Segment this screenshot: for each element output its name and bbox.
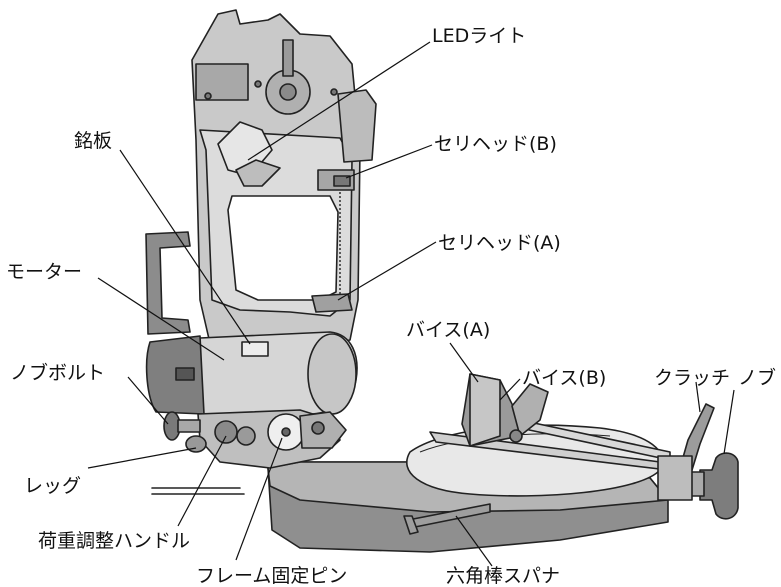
label-leg: レッグ: [24, 475, 81, 497]
tension-hub: [279, 83, 297, 101]
blade-guide-b-bolt: [333, 175, 351, 187]
leader-load-adjust-handle: [177, 435, 227, 527]
knob: [699, 452, 739, 520]
carry-handle: [145, 231, 191, 335]
motor-fan-tab: [175, 367, 195, 381]
leader-blade-guide-a: [337, 241, 437, 301]
label-clutch: クラッチ: [654, 367, 730, 389]
leader-knob-bolt: [127, 376, 169, 425]
label-frame-fixing-pin: フレーム固定ピン: [196, 565, 347, 587]
blade-guide-a: [311, 293, 353, 313]
label-load-adjust-handle: 荷重調整ハンドル: [38, 530, 190, 552]
leader-hex-wrench: [455, 515, 493, 567]
load-adjust-knob: [214, 420, 238, 444]
label-motor: モーター: [6, 261, 82, 283]
knob-bolt-stem: [177, 419, 201, 433]
leader-lines: [87, 41, 735, 567]
frame-bolt-2: [254, 80, 262, 88]
vise-a-jaw-face: [469, 373, 501, 447]
leader-vise-a: [449, 342, 479, 383]
part-labels: LEDライト 銘板 セリヘッド(B) セリヘッド(A) モーター バイス(A) …: [6, 25, 776, 587]
leader-frame-fixing-pin: [235, 437, 283, 561]
leader-led-light: [247, 41, 431, 161]
leader-clutch: [695, 381, 701, 413]
leader-blade-guide-b: [345, 144, 433, 179]
vise-end-block: [657, 455, 693, 501]
leader-knob: [723, 389, 735, 455]
vise-screw-head: [509, 429, 523, 443]
label-nameplate: 銘板: [74, 130, 112, 152]
band-saw-illustration: [145, 9, 739, 553]
frame-fixing-pin-center: [281, 427, 291, 437]
label-vise-a: バイス(A): [406, 319, 490, 341]
label-hex-wrench: 六角棒スパナ: [446, 565, 560, 587]
label-blade-guide-b: セリヘッド(B): [434, 133, 557, 155]
motor-end-cap: [307, 333, 357, 415]
frame-bolt-3: [330, 88, 338, 96]
leader-motor: [97, 277, 225, 361]
leader-nameplate: [119, 149, 251, 345]
led-light-bracket: [235, 159, 281, 187]
pivot-bolt: [311, 421, 325, 435]
frame-bolt-1: [204, 92, 212, 100]
frame-throat: [227, 195, 339, 301]
load-adjust-knob-2: [236, 426, 256, 446]
nameplate: [241, 341, 269, 357]
leader-leg: [87, 447, 197, 469]
leader-vise-b: [499, 378, 521, 401]
label-blade-guide-a: セリヘッド(A): [438, 232, 561, 254]
top-housing-plate: [195, 63, 249, 101]
label-knob-bolt: ノブボルト: [10, 361, 105, 384]
leg-foot: [185, 435, 207, 453]
tension-rod: [282, 39, 294, 77]
label-vise-b: バイス(B): [522, 367, 606, 389]
frame-side-cover: [337, 89, 377, 163]
label-led-light: LEDライト: [432, 25, 526, 47]
hex-wrench-short: [403, 515, 419, 535]
label-knob: ノブ: [738, 366, 776, 389]
